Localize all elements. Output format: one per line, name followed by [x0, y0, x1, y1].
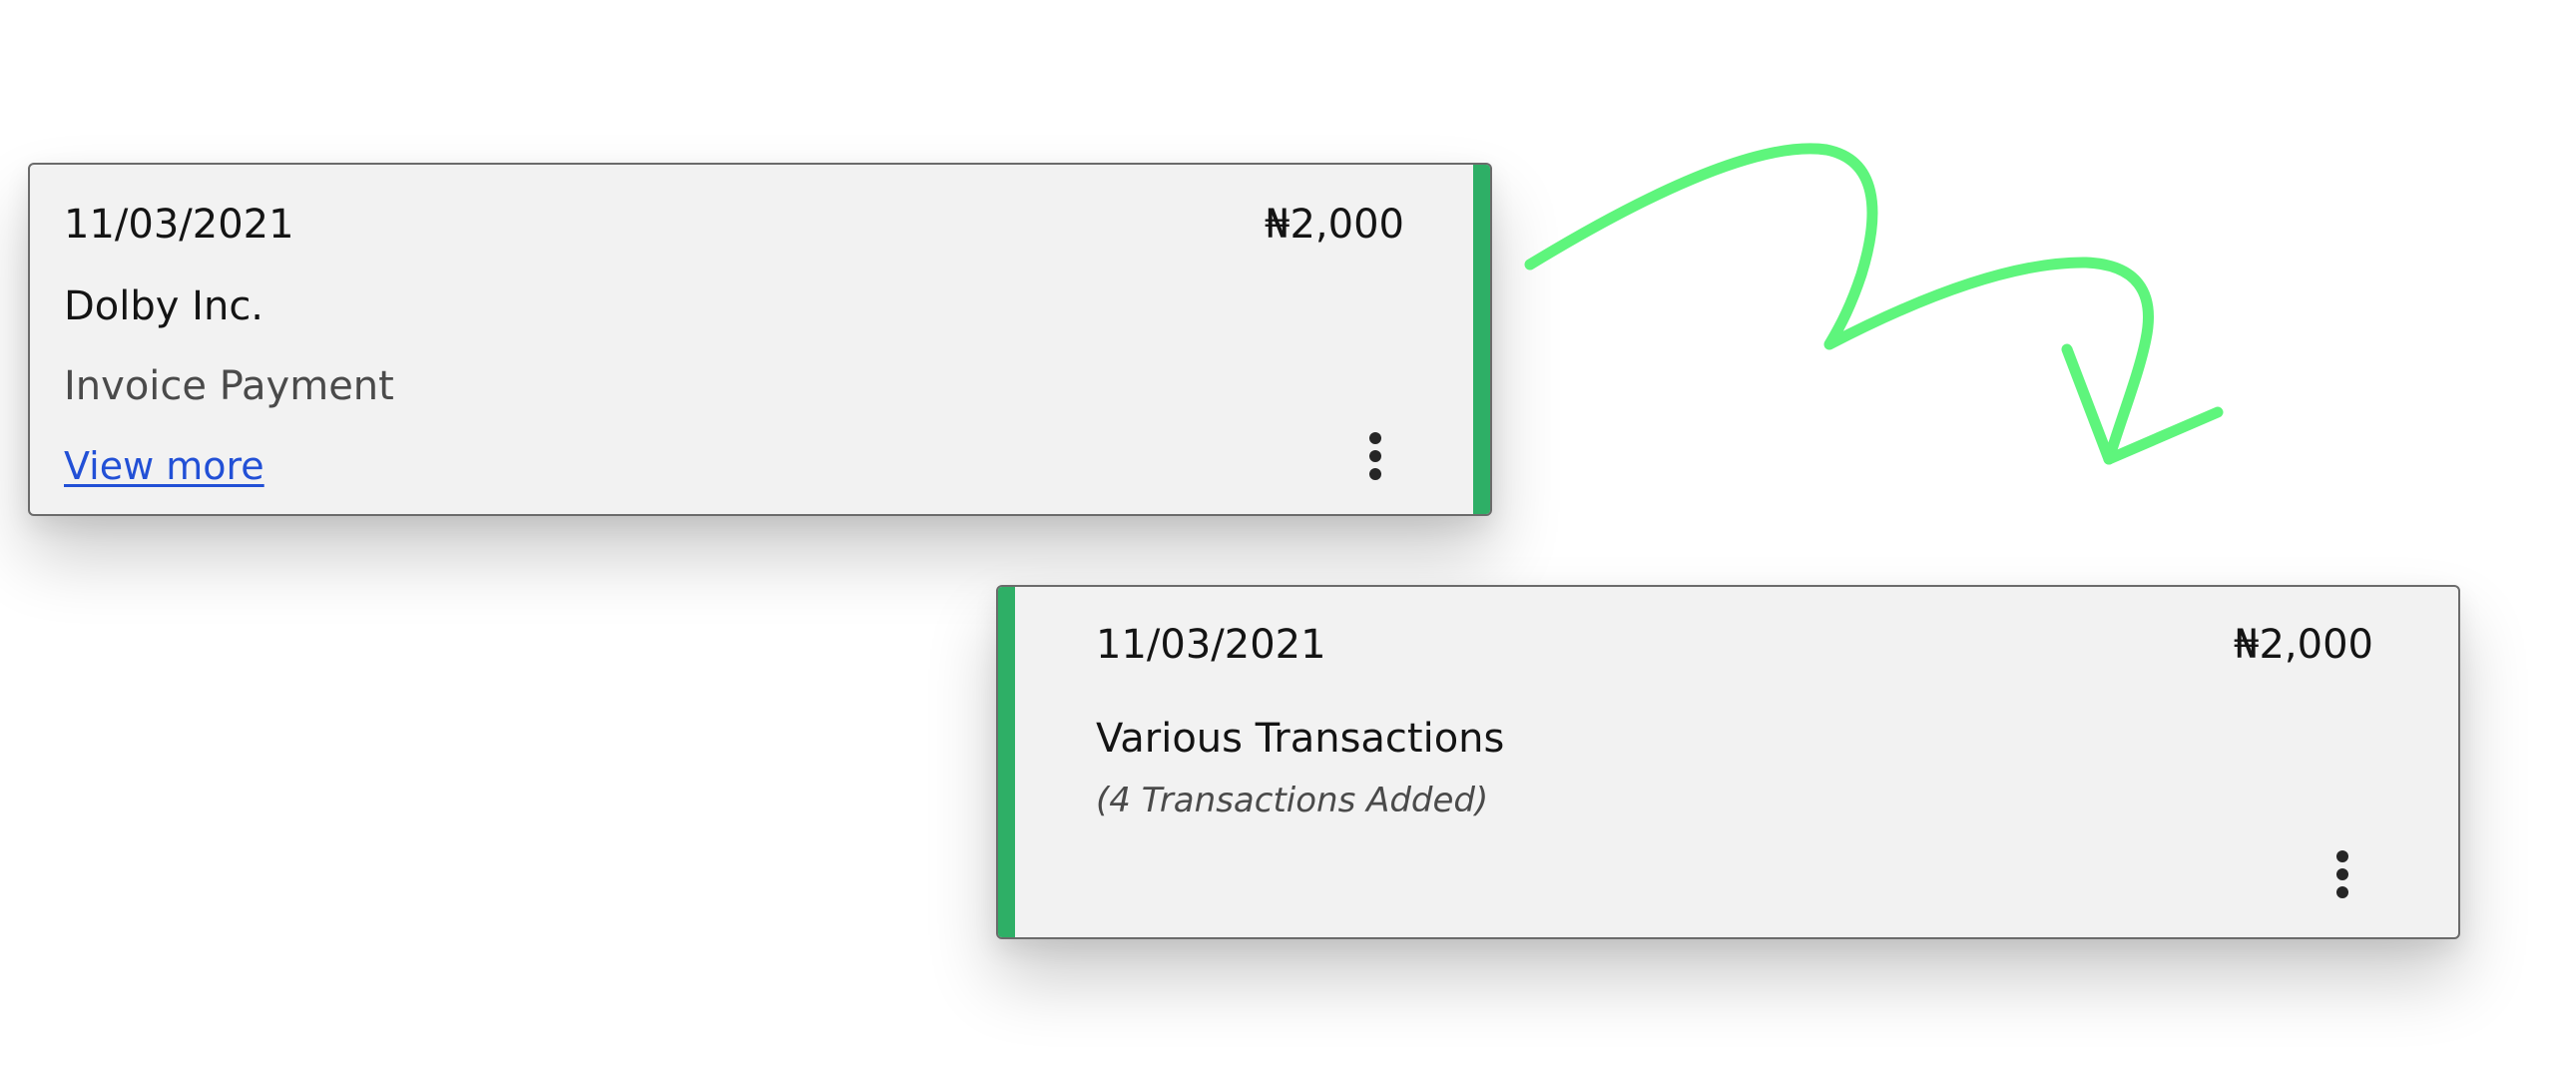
transaction-card-grouped[interactable]: 11/03/2021 ₦2,000 Various Transactions (…: [996, 585, 2460, 939]
kebab-menu-icon[interactable]: [2327, 844, 2357, 904]
arrow-curve: [1524, 143, 2154, 465]
transaction-amount: ₦2,000: [1265, 202, 1404, 248]
view-more-link[interactable]: View more: [64, 444, 264, 488]
arrow-head: [2061, 343, 2224, 465]
transaction-date: 11/03/2021: [1096, 622, 1326, 668]
transactions-count: (4 Transactions Added): [1096, 781, 1489, 820]
transaction-description: Invoice Payment: [64, 363, 394, 409]
transaction-date: 11/03/2021: [64, 202, 294, 248]
status-accent-bar: [998, 587, 1015, 937]
status-accent-bar: [1473, 165, 1490, 514]
transaction-card-single[interactable]: 11/03/2021 ₦2,000 Dolby Inc. Invoice Pay…: [28, 163, 1492, 516]
payee-name: Dolby Inc.: [64, 283, 264, 329]
group-name: Various Transactions: [1096, 716, 1505, 762]
transaction-amount: ₦2,000: [2234, 622, 2373, 668]
kebab-menu-icon[interactable]: [1360, 426, 1390, 486]
